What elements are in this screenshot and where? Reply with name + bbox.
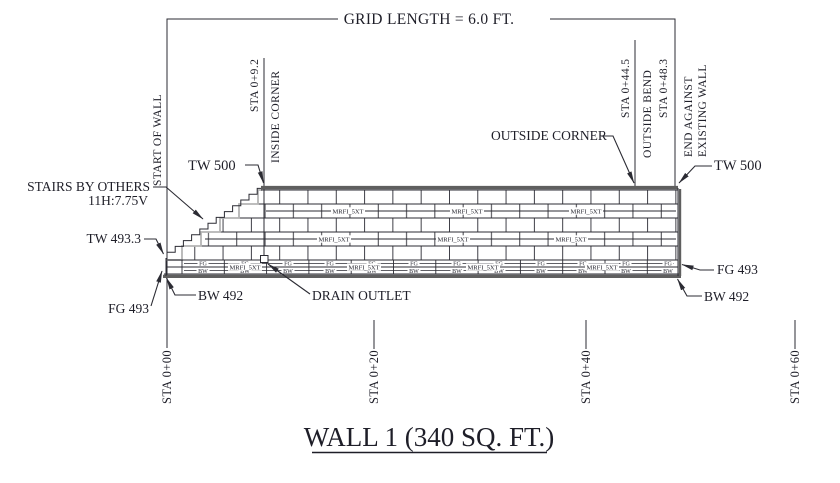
svg-text:BW: BW	[198, 269, 208, 275]
svg-text:MRFI_5XT: MRFI_5XT	[555, 236, 586, 243]
svg-text:MRFI_5XT: MRFI_5XT	[229, 264, 260, 271]
label-end-against-line1: END AGAINST	[683, 76, 695, 157]
station-0-60: STA 0+60	[788, 350, 802, 404]
label-sta-0-44-5: STA 0+44.5	[620, 59, 632, 118]
grid-length-note: GRID LENGTH = 6.0 FT.	[344, 11, 515, 28]
block-steps-edge	[166, 189, 262, 261]
label-fg493-left: FG 493	[108, 301, 149, 316]
svg-text:FG: FG	[622, 262, 630, 268]
svg-text:BW: BW	[578, 269, 588, 275]
svg-text:BW: BW	[536, 269, 546, 275]
svg-text:BW: BW	[494, 269, 504, 275]
svg-text:BW: BW	[240, 269, 250, 275]
svg-text:FG: FG	[664, 262, 672, 268]
svg-text:MRFI_5XT: MRFI_5XT	[570, 208, 601, 215]
label-outside-corner: OUTSIDE CORNER	[491, 128, 607, 143]
grid-length-dimension: GRID LENGTH = 6.0 FT.	[166, 11, 676, 348]
label-sta-0-48-3: STA 0+48.3	[658, 59, 670, 118]
svg-text:FG: FG	[199, 262, 207, 268]
drain-outlet-marker	[260, 255, 269, 263]
svg-text:FG: FG	[326, 262, 334, 268]
svg-text:FG: FG	[537, 262, 545, 268]
label-stairs-ratio: 11H:7.75V	[88, 193, 148, 208]
annotations: TW 500 TW 500 OUTSIDE CORNER STAIRS BY O…	[27, 128, 762, 316]
label-fg493-right: FG 493	[717, 262, 758, 277]
svg-text:MRFI_5XT: MRFI_5XT	[318, 236, 349, 243]
svg-text:MRFI_5XT: MRFI_5XT	[451, 208, 482, 215]
station-labels: STA 0+00 STA 0+20 STA 0+40 STA 0+60	[160, 350, 802, 404]
block-field	[181, 189, 679, 261]
svg-text:MRFI_5XT: MRFI_5XT	[332, 208, 363, 215]
label-stairs-by-others: STAIRS BY OTHERS	[27, 179, 150, 194]
svg-text:BW: BW	[409, 269, 419, 275]
title-text: WALL 1 (340 SQ. FT.)	[304, 422, 554, 452]
station-0-40: STA 0+40	[579, 350, 593, 404]
block-model-labels: MRFI_5XT MRFI_5XT MRFI_5XT MRFI_5XT MRFI…	[228, 207, 619, 271]
station-0-20: STA 0+20	[367, 350, 381, 404]
svg-text:MRFI_5XT: MRFI_5XT	[348, 264, 379, 271]
svg-text:BW: BW	[452, 269, 462, 275]
label-tw4933: TW 493.3	[87, 231, 142, 246]
svg-text:BW: BW	[663, 269, 673, 275]
label-bw492-right: BW 492	[704, 289, 749, 304]
svg-text:MRFI_5XT: MRFI_5XT	[437, 236, 468, 243]
stairs-zigzag	[166, 187, 265, 258]
label-sta-0-9-2: STA 0+9.2	[249, 59, 261, 112]
feature-labels: START OF WALL STA 0+9.2 INSIDE CORNER ST…	[152, 59, 709, 186]
label-drain-outlet: DRAIN OUTLET	[312, 288, 411, 303]
svg-text:FG: FG	[410, 262, 418, 268]
label-tw500-left: TW 500	[188, 158, 236, 174]
svg-text:BW: BW	[325, 269, 335, 275]
label-inside-corner: INSIDE CORNER	[270, 71, 282, 163]
label-bw492-left: BW 492	[198, 288, 243, 303]
svg-text:BW: BW	[621, 269, 631, 275]
svg-text:MRFI_5XT: MRFI_5XT	[467, 264, 498, 271]
svg-text:BW: BW	[367, 269, 377, 275]
label-tw500-right: TW 500	[714, 158, 762, 174]
station-0-00: STA 0+00	[160, 350, 174, 404]
svg-text:FG: FG	[453, 262, 461, 268]
drawing-title: WALL 1 (340 SQ. FT.)	[304, 422, 554, 454]
svg-text:FG: FG	[579, 262, 587, 268]
label-end-against-line2: EXISTING WALL	[697, 64, 709, 157]
svg-text:MRFI_5XT: MRFI_5XT	[586, 264, 617, 271]
svg-text:FG: FG	[284, 262, 292, 268]
label-outside-bend: OUTSIDE BEND	[642, 70, 654, 158]
label-start-of-wall: START OF WALL	[152, 94, 164, 186]
svg-text:BW: BW	[283, 269, 293, 275]
